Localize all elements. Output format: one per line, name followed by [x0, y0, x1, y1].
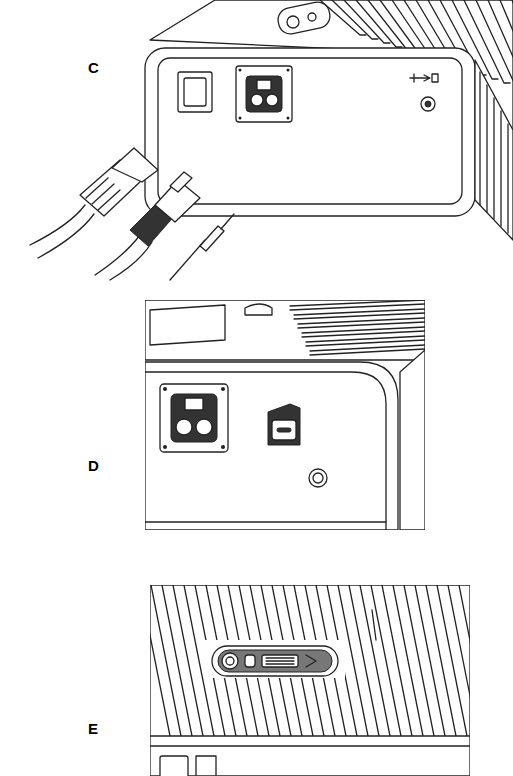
jack-socket [421, 97, 435, 111]
plug-grip [86, 178, 120, 210]
fin [512, 0, 513, 99]
dc-connector-edge [196, 756, 216, 776]
bottom-edge [145, 521, 386, 522]
housing-side [400, 350, 425, 530]
fin [486, 85, 487, 212]
fin [507, 124, 508, 233]
ac-plug-head [112, 148, 158, 182]
usb-cover [268, 404, 300, 445]
housing-top [150, 585, 470, 740]
ac-inlet-inner [184, 78, 206, 106]
ac-cable [30, 205, 94, 258]
fin [302, 331, 425, 337]
panel-letter: E [88, 721, 98, 736]
dc-pin [251, 94, 263, 106]
front-bezel [145, 372, 386, 530]
dc-socket [171, 394, 217, 442]
fin [310, 349, 425, 355]
jack-hole [313, 473, 323, 483]
cooling-fins [290, 300, 425, 355]
indicator [308, 13, 316, 21]
housing-side [475, 60, 513, 240]
control-panel-inset [218, 650, 332, 672]
control-panel [212, 646, 338, 676]
power-button [222, 653, 238, 669]
dc-connector [236, 66, 292, 122]
fin [493, 98, 494, 219]
side-fins [480, 72, 508, 233]
fin [298, 322, 425, 328]
power-icon [226, 657, 234, 665]
jack-plug [200, 226, 224, 251]
fin [332, 0, 378, 39]
dc-connector [160, 384, 228, 452]
jack-tip [221, 214, 234, 229]
dc-plug-latch [170, 172, 192, 192]
usb-port [432, 74, 438, 82]
ac-inlet [178, 72, 212, 112]
front-bezel [158, 58, 462, 204]
control-panel [276, 0, 332, 36]
fin [500, 0, 513, 95]
fin [368, 0, 414, 51]
fin [294, 313, 425, 319]
panel-letter: C [88, 60, 99, 75]
usb-c-tongue [277, 428, 291, 432]
fin [380, 0, 426, 55]
fin [500, 111, 501, 226]
dc-pin [176, 419, 192, 435]
model-label [372, 610, 376, 640]
cooling-fins [150, 585, 470, 736]
top-view [150, 585, 470, 776]
cables [30, 148, 234, 280]
housing-front [145, 362, 398, 530]
panel-letter: D [88, 458, 99, 473]
front-bezel [150, 745, 470, 746]
display-segments [266, 658, 294, 664]
top-plate [150, 305, 225, 345]
power-button [287, 16, 299, 28]
fin [448, 585, 470, 736]
dc-socket [246, 76, 282, 112]
dc-latch [185, 398, 203, 410]
dc-pin [266, 94, 278, 106]
housing-top [145, 300, 425, 360]
status-display [262, 655, 298, 667]
charger-overview [145, 0, 513, 240]
usb-c-port [272, 420, 296, 440]
fin [356, 0, 402, 47]
usb-icon [410, 74, 430, 82]
dc-latch [257, 80, 271, 90]
fin [459, 585, 470, 736]
jack-socket [309, 469, 327, 487]
fin [488, 0, 513, 91]
dc-pin [196, 419, 212, 435]
indicator [245, 655, 255, 667]
fin [479, 72, 480, 205]
jack-hole [425, 101, 431, 107]
fin [306, 340, 425, 346]
port-detail [145, 300, 425, 530]
button-edge [245, 304, 272, 315]
housing-front [145, 48, 475, 216]
fin [344, 0, 390, 43]
mode-icon [306, 655, 316, 667]
ac-inlet [160, 756, 188, 776]
fin [290, 304, 425, 310]
